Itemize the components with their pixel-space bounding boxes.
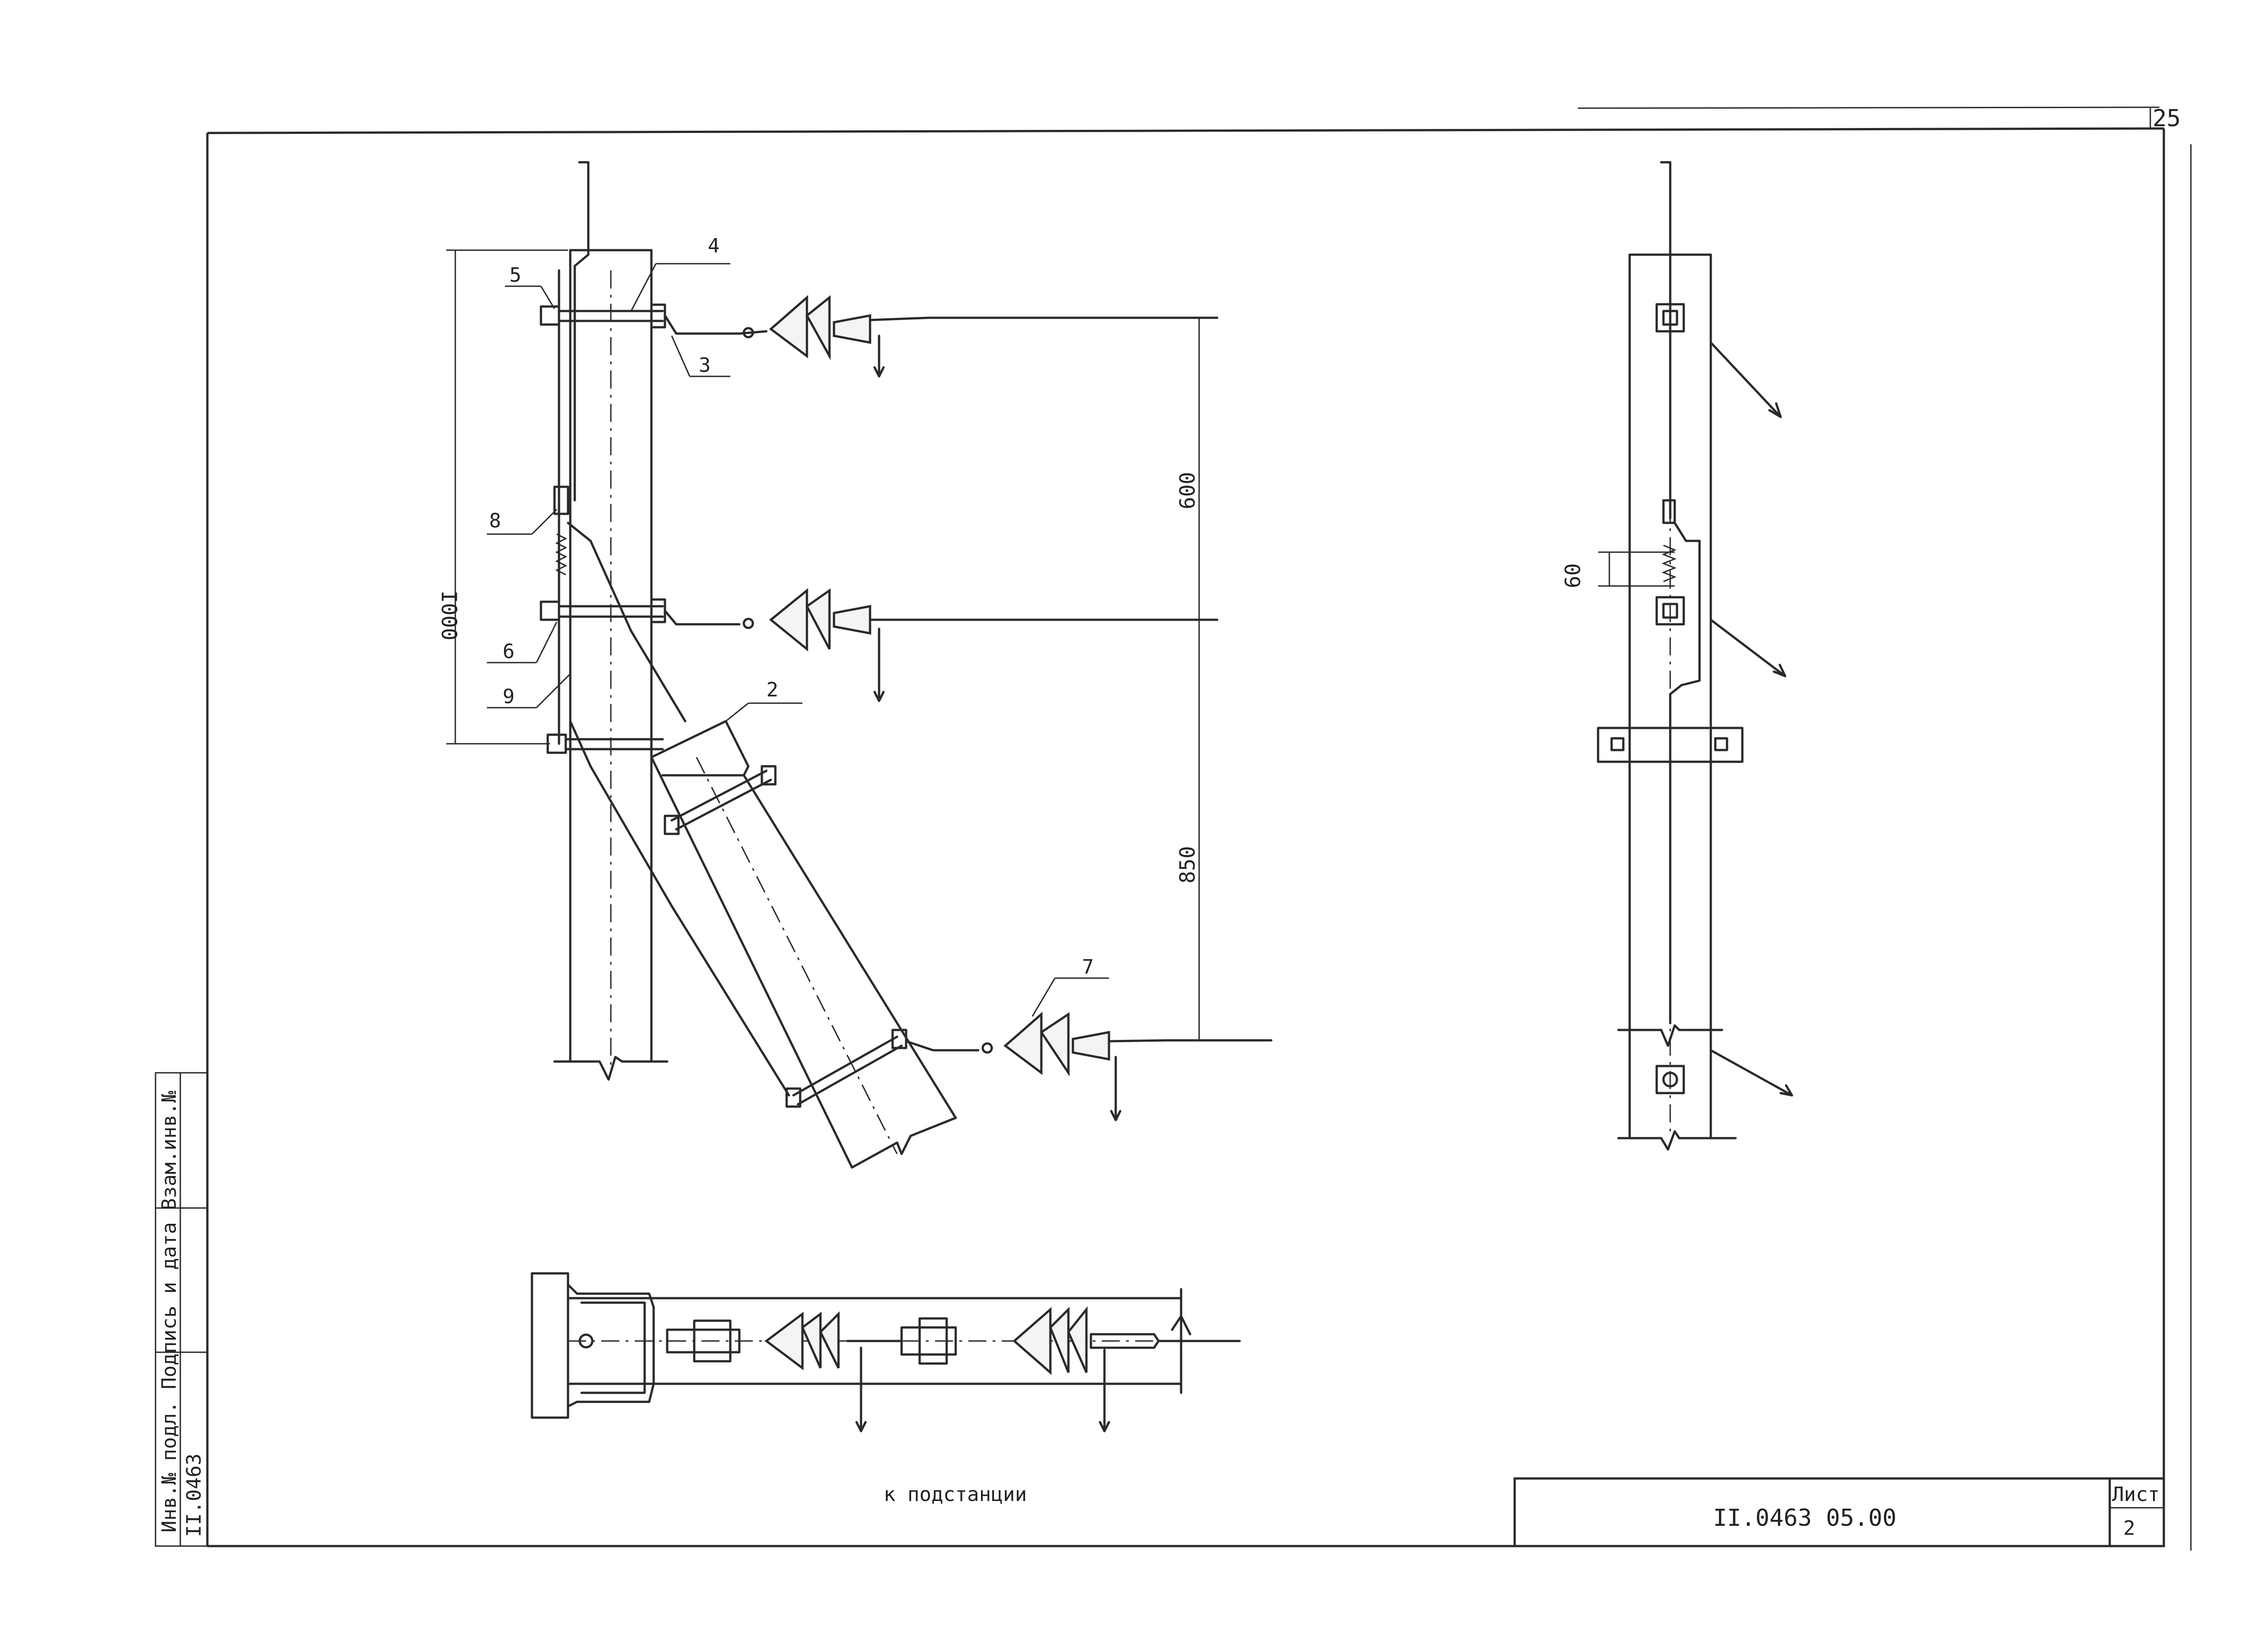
side-strip-text: Инв.№ подл. Подпись и дата Взам.инв.№	[158, 1090, 181, 1533]
sheet-label: Лист	[2112, 1483, 2160, 1506]
title-block	[1513, 1477, 2165, 1547]
bracket-bolt	[546, 733, 664, 754]
dimension-1000: I000	[437, 249, 568, 745]
bracket-2	[650, 720, 957, 1169]
position-label-6: 6	[503, 640, 515, 663]
position-label-7: 7	[1082, 956, 1094, 979]
position-label-8: 8	[489, 509, 501, 532]
dimension-600: 600	[1175, 318, 1200, 620]
position-label-5: 5	[509, 264, 522, 287]
earthing-lead-9	[569, 679, 790, 1097]
side-strip-inventory: II.0463	[183, 1454, 206, 1537]
sheet-number: 2	[2123, 1517, 2135, 1540]
dimension-850: 850	[1175, 620, 1200, 1040]
pole-elevation	[553, 161, 669, 1081]
dim-label-850: 850	[1175, 846, 1200, 883]
position-label-9: 9	[503, 685, 515, 708]
pole-side-view	[1597, 161, 1793, 1151]
drawing-designation: II.0463 05.00	[1713, 1505, 1897, 1532]
dim-label-60: 60	[1561, 563, 1585, 588]
middle-bolt-assembly	[540, 598, 741, 626]
plan-view	[531, 1272, 1241, 1432]
position-label-3: 3	[699, 354, 711, 377]
side-strip: Инв.№ подл. Подпись и дата Взам.инв.№ II…	[155, 1072, 208, 1547]
upper-insulator	[738, 295, 930, 378]
spring-8	[553, 485, 592, 576]
lower-insulator	[905, 1011, 1169, 1121]
plan-view-caption: к подстанции	[884, 1483, 1027, 1506]
middle-insulator	[742, 588, 930, 702]
dimension-60: 60	[1561, 551, 1675, 588]
dim-label-600: 600	[1175, 472, 1200, 509]
position-leaders	[487, 263, 1109, 1017]
dim-label-1000: I000	[437, 590, 461, 641]
corner-sheet-number: 25	[2153, 105, 2181, 132]
top-bolt-assembly	[540, 303, 741, 335]
position-label-2: 2	[766, 678, 779, 701]
position-label-4: 4	[708, 234, 720, 257]
